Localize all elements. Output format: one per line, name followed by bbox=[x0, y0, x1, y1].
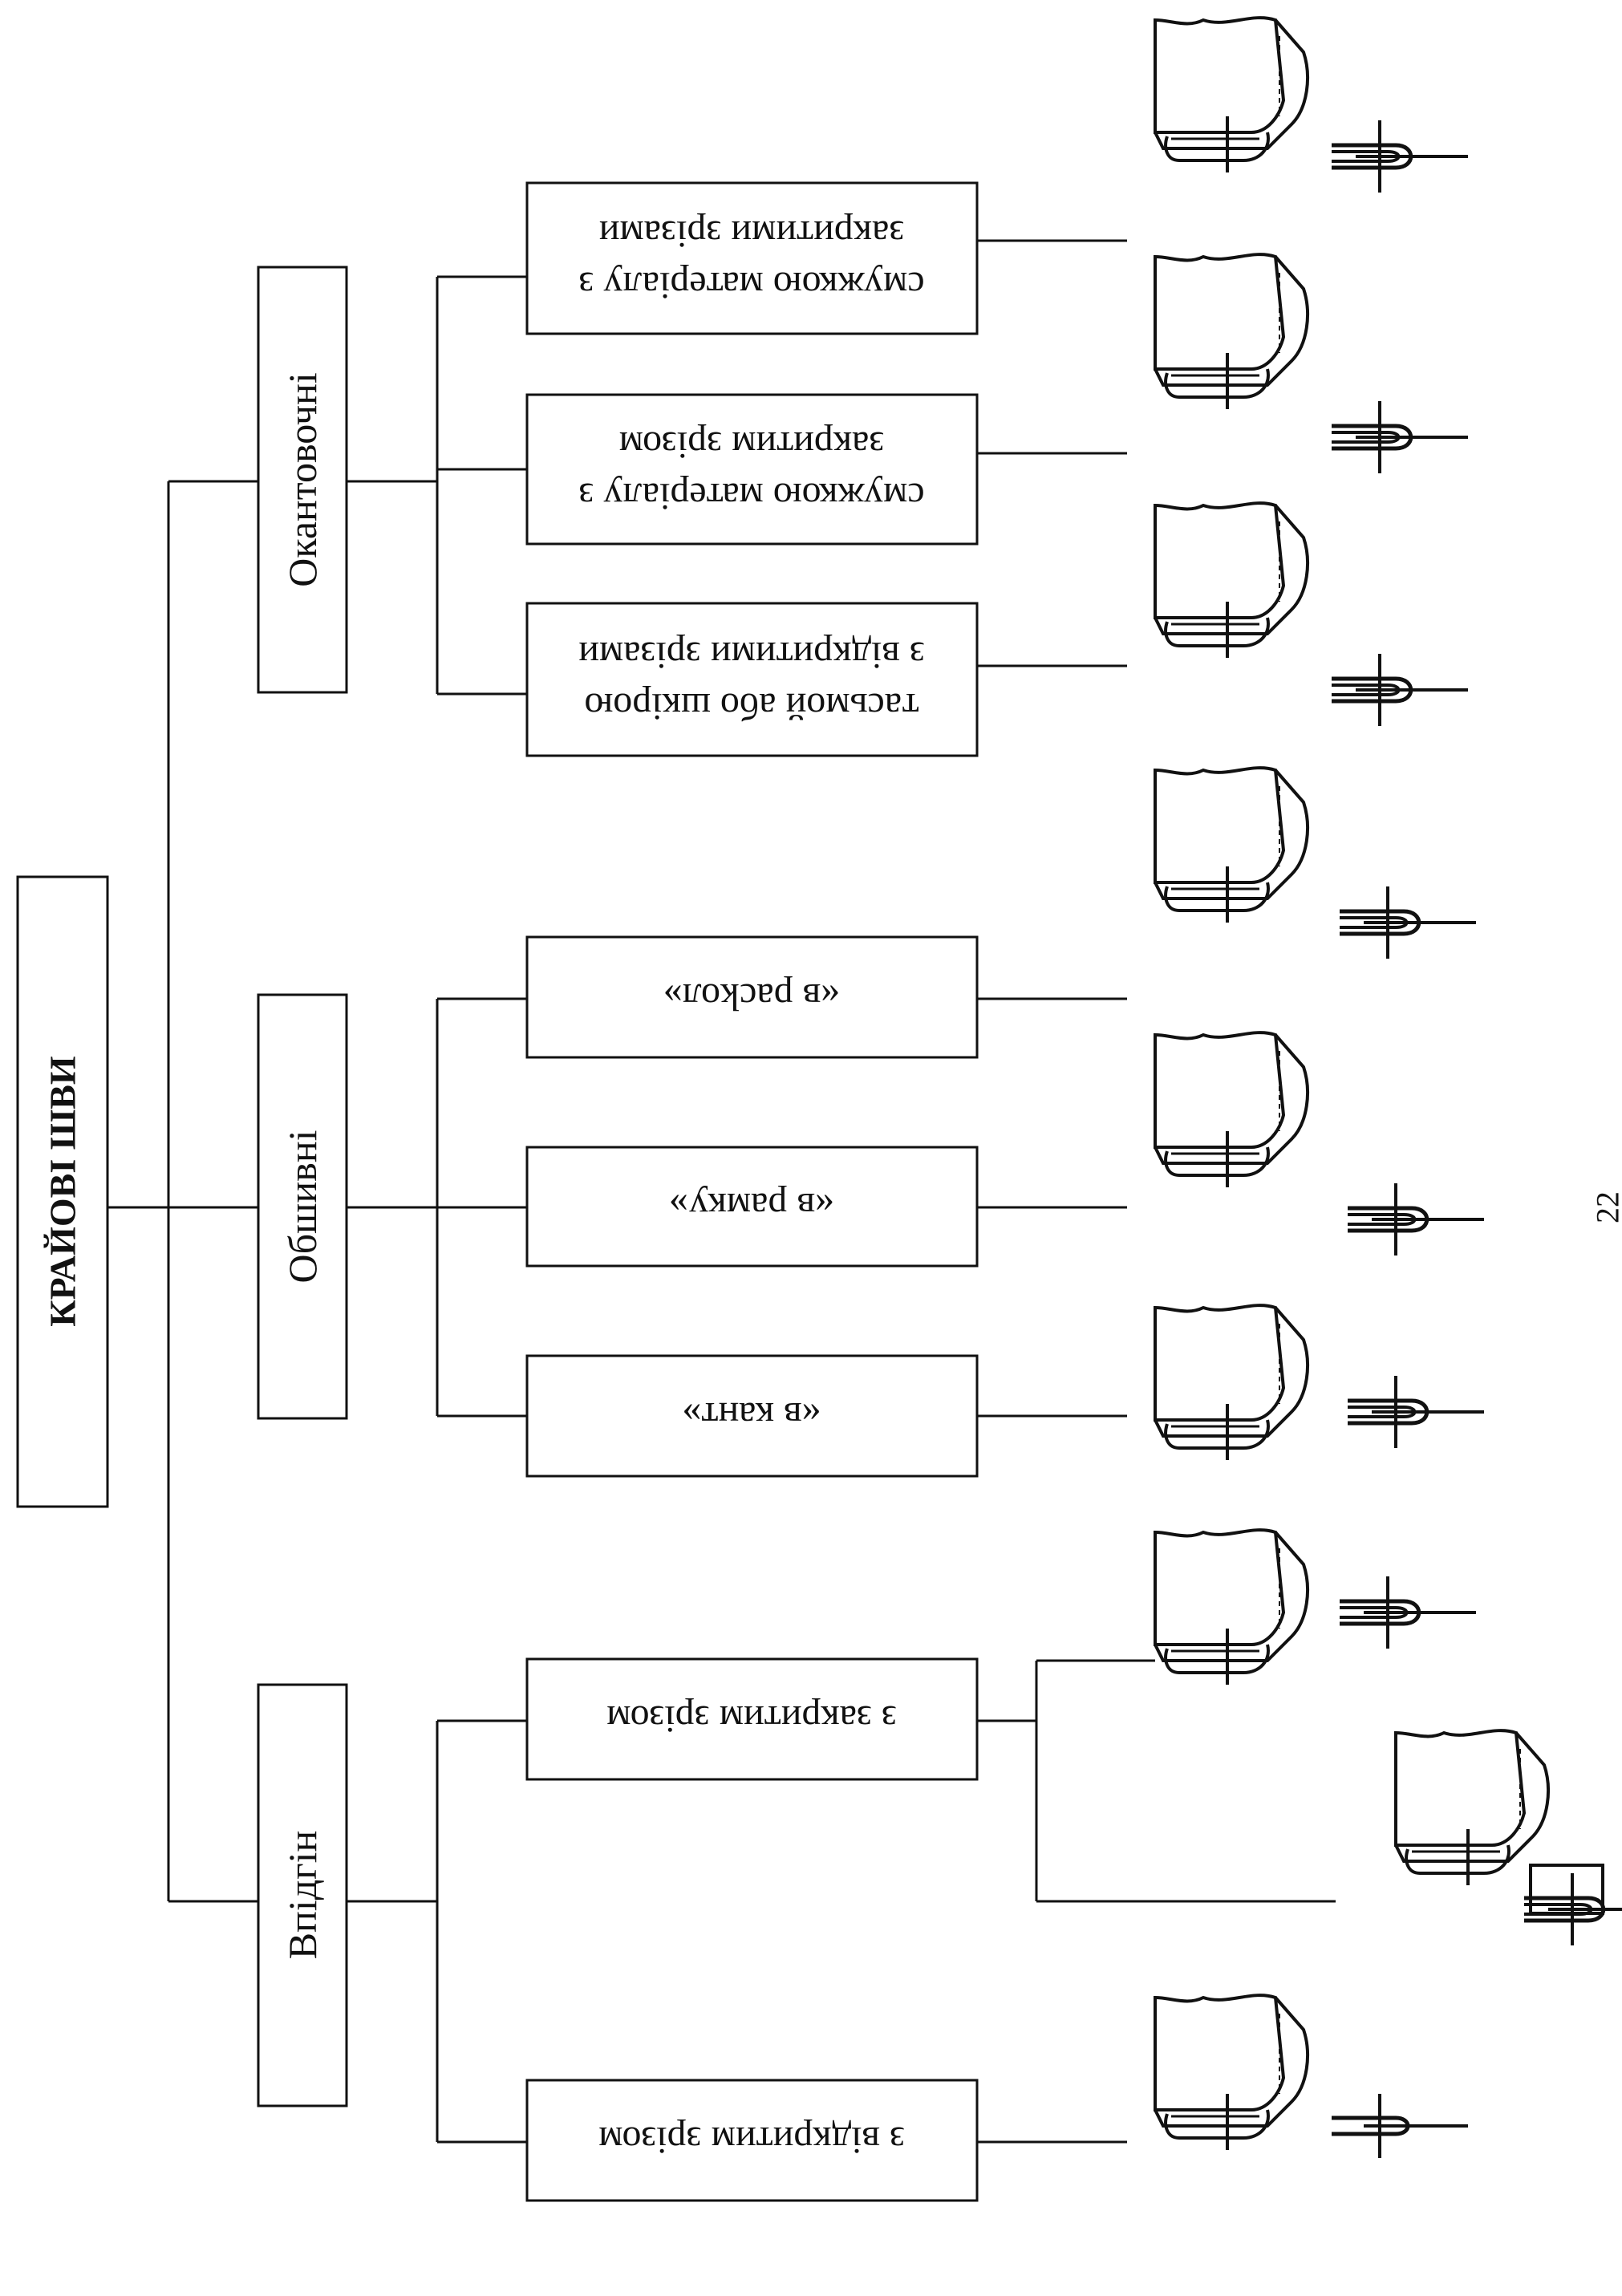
group-node-facing: Обшивні bbox=[257, 993, 348, 1420]
leaf-node-hem-open: з відкритим зрізом bbox=[525, 2079, 979, 2202]
leaf-node-edging-closed-cut: смужкою матеріалу з закритим зрізом bbox=[525, 393, 979, 546]
group-label-hem: Впідгін bbox=[280, 1831, 325, 1960]
leaf-label-line: з закритим зрізом bbox=[606, 1698, 897, 1740]
seam-illustration-facing-piping bbox=[1154, 1304, 1484, 1462]
seam-illustration-facing-split bbox=[1154, 766, 1476, 959]
seam-illustration-facing-frame bbox=[1154, 1031, 1484, 1255]
leaf-label-line: «в рамку» bbox=[669, 1185, 834, 1227]
leaf-node-facing-split: «в расkол» bbox=[525, 935, 979, 1059]
seam-illustration-hem-open bbox=[1154, 1994, 1468, 2158]
leaf-label-line: тасьмой або шкірою bbox=[584, 685, 918, 728]
connector-lines bbox=[108, 239, 1336, 2144]
leaf-label-line: смужкою матеріалу з bbox=[578, 475, 924, 517]
group-node-hem: Впідгін bbox=[257, 1683, 348, 2107]
seam-illustration-edging-closed-cuts bbox=[1154, 16, 1468, 193]
leaf-node-facing-frame: «в рамку» bbox=[525, 1146, 979, 1268]
leaf-label-line: закритим зрізом bbox=[619, 424, 885, 466]
group-node-edging: Окантовочні bbox=[257, 266, 348, 694]
leaf-label-line: з відкритим зрізом bbox=[598, 2119, 905, 2161]
leaf-node-edging-tape: тасьмой або шкірою з відкритими зрізами bbox=[525, 602, 979, 757]
leaf-node-facing-piping: «в кант» bbox=[525, 1354, 979, 1478]
seam-illustration-edging-closed-cut bbox=[1154, 253, 1468, 473]
group-label-edging: Окантовочні bbox=[280, 372, 325, 587]
root-label: КРАЙОВІ ШВИ bbox=[43, 1056, 83, 1327]
leaf-label-line: закритими зрізами bbox=[599, 213, 905, 255]
leaf-node-edging-closed-cuts: смужкою матеріалу з закритими зрізами bbox=[525, 181, 979, 335]
leaf-label-line: «в расkол» bbox=[663, 976, 841, 1018]
leaf-label-line: з відкритими зрізами bbox=[578, 634, 925, 676]
seam-illustration-hem-closed bbox=[1154, 1528, 1476, 1686]
root-node: КРАЙОВІ ШВИ bbox=[16, 875, 109, 1508]
leaf-label-line: смужкою матеріалу з bbox=[578, 264, 924, 306]
page-number: 22 bbox=[1590, 1191, 1622, 1223]
group-label-facing: Обшивні bbox=[280, 1130, 325, 1283]
seam-illustration-hem-overlock bbox=[1394, 1729, 1622, 1945]
leaf-node-hem-closed: з закритим зрізом bbox=[525, 1657, 979, 1781]
leaf-label-line: «в кант» bbox=[682, 1394, 821, 1437]
seam-illustration-edging-tape bbox=[1154, 501, 1468, 726]
